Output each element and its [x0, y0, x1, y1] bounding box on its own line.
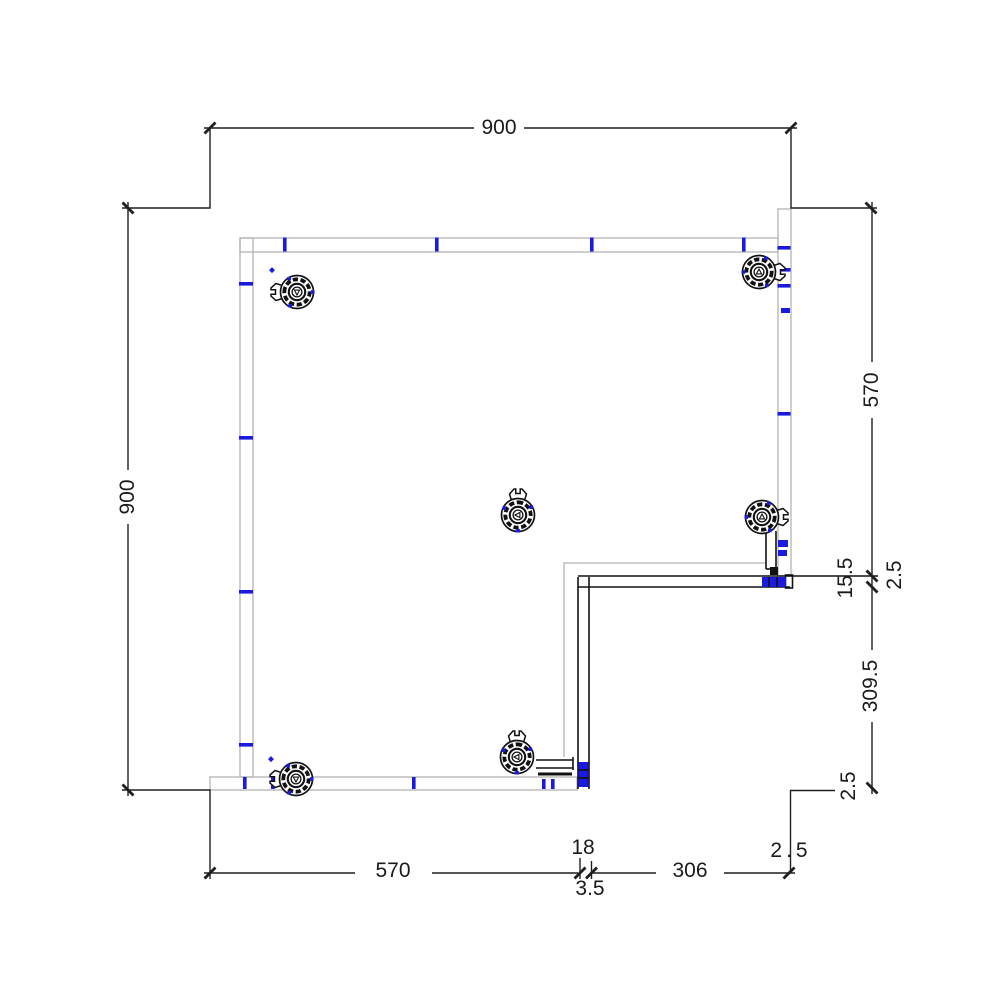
dim-ticks-horizontal — [203, 121, 798, 880]
dim-label-right-corner: 2.5 — [837, 771, 860, 801]
foot-bottom-middle — [498, 729, 536, 777]
panel-top — [239, 237, 779, 253]
dim-label-bottom-main: 570 — [375, 859, 411, 882]
dim-label-bottom-corner: 2.5 — [770, 839, 812, 862]
dim-label-bottom-step-a: 18 — [571, 836, 595, 859]
clip-detail-lines — [578, 577, 778, 779]
dim-label-right-upper: 570 — [860, 372, 883, 408]
foot-right-middle — [742, 498, 790, 536]
foot-brackets — [536, 531, 778, 776]
clip-ledge — [762, 577, 786, 587]
cutout-edge — [563, 562, 765, 757]
channel-end-cap — [784, 574, 794, 589]
dim-ticks-vertical — [121, 201, 879, 797]
dim-label-left-total: 900 — [116, 479, 139, 515]
panel-bottom — [209, 776, 578, 791]
cutout-channel — [577, 574, 878, 789]
panel-left — [239, 237, 254, 778]
clip-channel-bottom — [578, 762, 589, 787]
dimension-lines — [121, 121, 879, 880]
dim-label-right-step-b: 2.5 — [883, 560, 906, 590]
dim-label-right-step-a: 15.5 — [834, 557, 857, 599]
foot-middle — [499, 487, 537, 535]
dim-label-bottom-step-b: 3.5 — [575, 877, 605, 900]
dim-label-right-lower: 309.5 — [859, 659, 882, 713]
foot-top-left — [269, 273, 317, 311]
adjustable-feet — [268, 253, 790, 798]
dim-label-top-total: 900 — [481, 116, 517, 139]
dim-label-bottom-cutout: 306 — [672, 859, 708, 882]
